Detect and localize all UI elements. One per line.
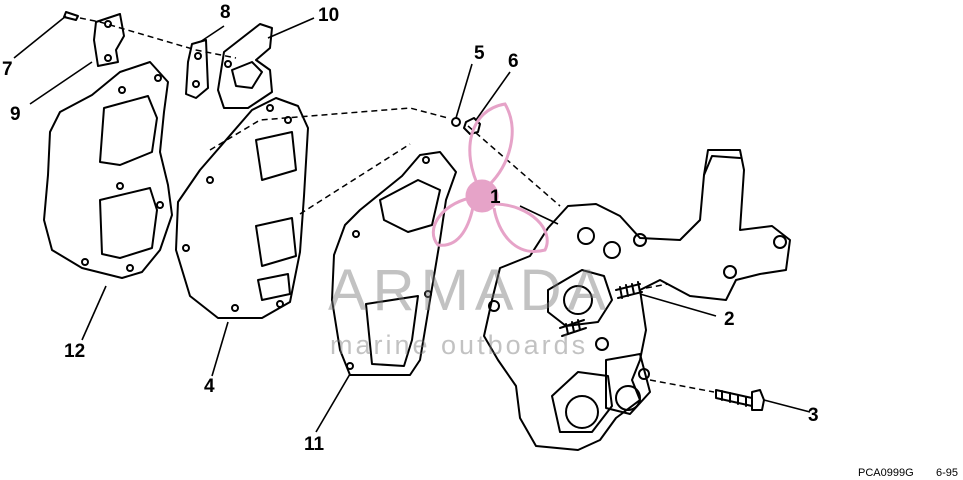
callout-1: 1 [490, 187, 501, 208]
watermark-brand: ARMADA [328, 258, 613, 323]
callout-8: 8 [220, 2, 231, 23]
callout-6: 6 [508, 51, 519, 72]
watermark-tagline: marine outboards [330, 330, 589, 360]
drawing-code: PCA0999G [858, 467, 914, 479]
gasket-11 [331, 151, 457, 376]
stud-2 [559, 281, 643, 337]
callout-11: 11 [304, 434, 325, 455]
callout-3: 3 [808, 405, 819, 426]
propeller-logo [431, 102, 549, 253]
alignment-lines [79, 17, 715, 393]
callout-12: 12 [64, 341, 86, 362]
callout-2: 2 [724, 309, 735, 330]
callout-10: 10 [318, 5, 340, 26]
callout-7: 7 [2, 59, 13, 80]
callout-9: 9 [10, 104, 21, 125]
drawing-date: 6-95 [936, 467, 959, 479]
gasket-12 [43, 61, 173, 279]
callout-4: 4 [204, 376, 215, 397]
leader-lines [13, 15, 811, 433]
washer-5 [451, 117, 461, 127]
callout-5: 5 [474, 43, 485, 64]
bracket-8 [185, 39, 209, 99]
nut-6 [463, 117, 481, 135]
gasket-10 [217, 23, 273, 109]
bolt-3 [715, 389, 765, 411]
screw-7 [63, 11, 79, 21]
plate-9 [93, 13, 125, 67]
cover-plate-4 [175, 97, 309, 319]
housing-1 [483, 149, 791, 451]
